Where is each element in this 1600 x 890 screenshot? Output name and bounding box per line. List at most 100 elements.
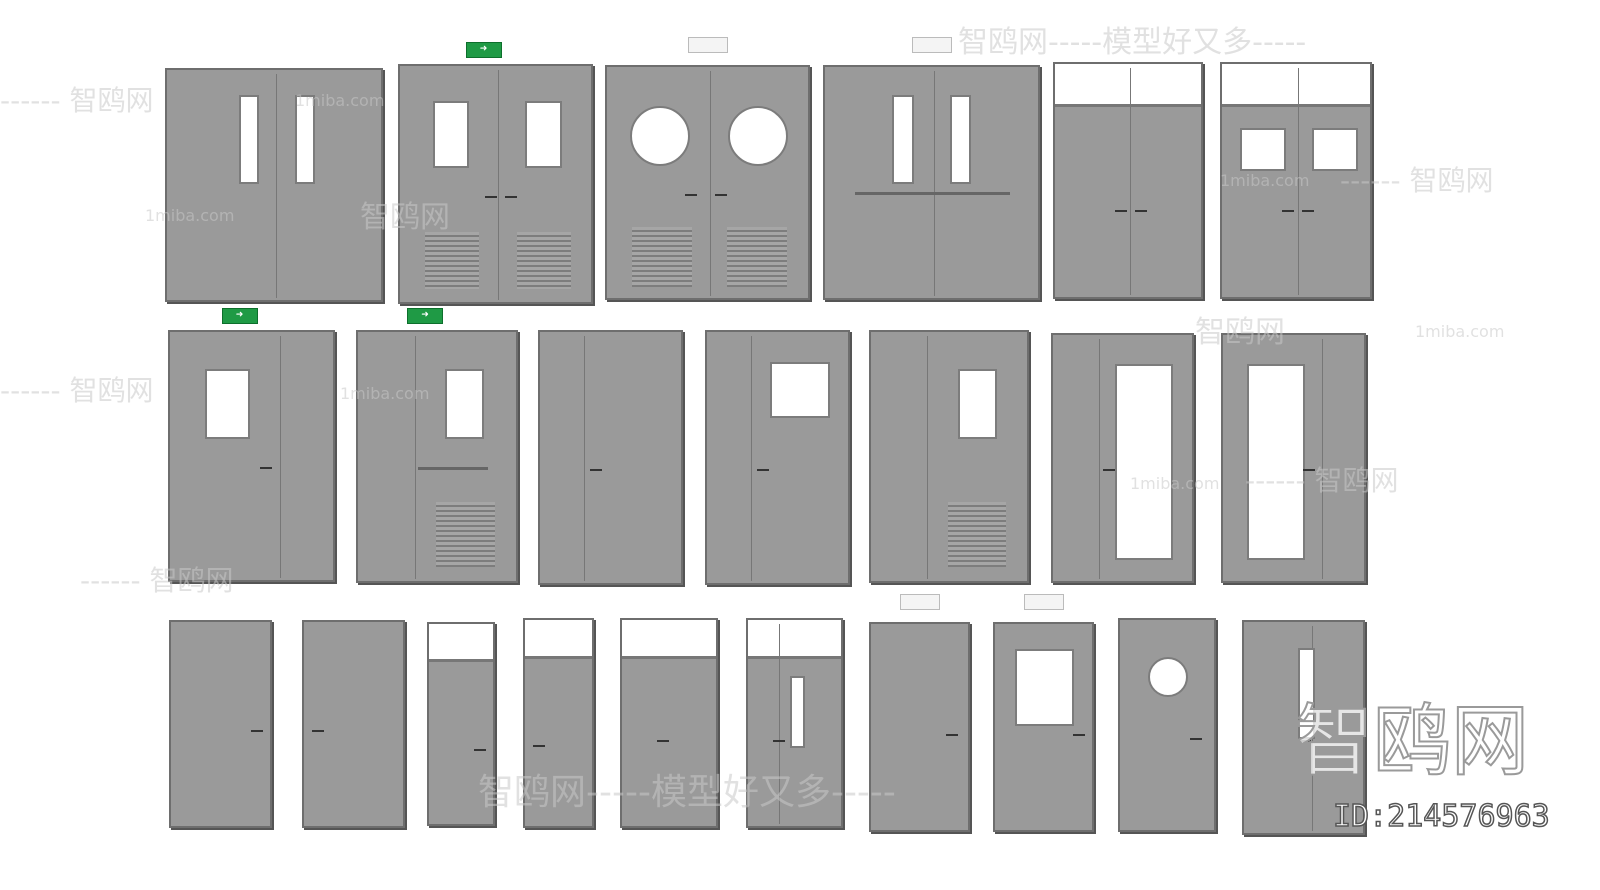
door-vision-window xyxy=(1015,649,1074,726)
door-vision-window xyxy=(958,369,997,439)
door-leaf-divider xyxy=(1298,68,1299,295)
door-handle-icon xyxy=(590,469,602,471)
door-transom-window xyxy=(748,620,841,659)
door-model-8 xyxy=(356,330,518,583)
door-porthole-window xyxy=(630,106,690,166)
door-handle-icon xyxy=(260,467,272,469)
door-handle-icon xyxy=(1103,469,1115,471)
door-vision-window xyxy=(1240,128,1286,171)
door-vision-window xyxy=(205,369,250,439)
door-model-23 xyxy=(1242,620,1365,835)
door-handle-icon xyxy=(1115,210,1127,212)
door-handle-icon xyxy=(474,749,486,751)
door-handle-icon xyxy=(1299,740,1311,742)
door-model-1 xyxy=(165,68,383,302)
door-louver-vent xyxy=(948,502,1006,567)
door-handle-icon xyxy=(1302,210,1314,212)
door-vision-window xyxy=(770,362,830,418)
exit-sign-icon: ➜ xyxy=(221,308,258,324)
door-handle-icon xyxy=(657,740,669,742)
door-leaf-divider xyxy=(1322,339,1323,579)
door-handle-icon xyxy=(946,734,958,736)
exit-sign-icon: ➜ xyxy=(407,308,443,324)
model-id-label: ID:214576963 xyxy=(1332,799,1550,835)
door-transom-window xyxy=(429,624,493,662)
door-model-11 xyxy=(869,330,1029,583)
door-handle-icon xyxy=(773,740,785,742)
door-handle-icon xyxy=(251,730,263,732)
door-handle-icon xyxy=(757,469,769,471)
exit-sign-icon: ➜ xyxy=(465,42,502,58)
door-porthole-window xyxy=(728,106,788,166)
watermark-brand-large: 智鸥网 xyxy=(1294,697,1530,787)
door-model-13 xyxy=(1221,333,1366,583)
door-model-2 xyxy=(398,64,593,304)
door-model-17 xyxy=(523,618,594,828)
door-louver-vent xyxy=(727,227,787,287)
door-handle-icon xyxy=(1190,738,1202,740)
door-leaf-divider xyxy=(751,336,752,581)
door-model-19 xyxy=(746,618,843,828)
door-louver-vent xyxy=(517,232,571,289)
door-model-5 xyxy=(1053,62,1203,299)
door-model-7 xyxy=(168,330,335,582)
emergency-light-icon xyxy=(687,37,728,53)
door-leaf-divider xyxy=(1130,68,1131,295)
door-model-20 xyxy=(869,622,970,832)
door-model-15 xyxy=(302,620,405,828)
door-vision-window xyxy=(892,95,914,184)
door-handle-icon xyxy=(1135,210,1147,212)
door-handle-icon xyxy=(685,194,697,196)
door-leaf-divider xyxy=(710,71,711,296)
door-vision-window xyxy=(295,95,315,184)
door-leaf-divider xyxy=(779,624,780,824)
door-transom-window xyxy=(1055,64,1201,107)
door-vision-window xyxy=(239,95,259,184)
door-porthole-window xyxy=(1148,657,1188,697)
door-model-10 xyxy=(705,330,850,585)
door-model-6 xyxy=(1220,62,1372,299)
door-model-18 xyxy=(620,618,718,828)
door-handle-icon xyxy=(505,196,517,198)
watermark-text: 智鸥网-----模型好又多----- xyxy=(958,25,1307,60)
door-handle-icon xyxy=(1073,734,1085,736)
watermark-text: ------ 智鸥网 xyxy=(0,84,154,117)
emergency-light-icon xyxy=(1023,594,1064,610)
door-vision-window xyxy=(1115,364,1173,560)
door-handle-icon xyxy=(485,196,497,198)
door-handle-icon xyxy=(1303,469,1315,471)
door-leaf-divider xyxy=(927,336,928,579)
door-vision-window xyxy=(790,676,805,748)
door-vision-window xyxy=(525,101,562,168)
door-vision-window xyxy=(1298,648,1315,739)
door-model-16 xyxy=(427,622,495,826)
door-vision-window xyxy=(1312,128,1358,171)
door-vision-window xyxy=(1247,364,1305,560)
door-handle-icon xyxy=(715,194,727,196)
door-louver-vent xyxy=(425,232,479,289)
door-vision-window xyxy=(950,95,971,184)
door-leaf-divider xyxy=(276,74,277,298)
emergency-light-icon xyxy=(911,37,952,53)
door-model-14 xyxy=(169,620,272,828)
door-leaf-divider xyxy=(280,336,281,578)
door-leaf-divider xyxy=(584,336,585,581)
door-model-12 xyxy=(1051,333,1194,583)
door-handle-icon xyxy=(533,745,545,747)
door-transom-window xyxy=(622,620,716,659)
door-louver-vent xyxy=(436,502,495,567)
door-leaf-divider xyxy=(1099,339,1100,579)
emergency-light-icon xyxy=(899,594,940,610)
door-model-21 xyxy=(993,622,1094,832)
door-leaf-divider xyxy=(415,336,416,579)
door-transom-window xyxy=(1222,64,1370,107)
door-leaf-divider xyxy=(498,70,499,300)
door-model-4 xyxy=(823,65,1040,300)
door-model-9 xyxy=(538,330,683,585)
door-vision-window xyxy=(445,369,484,439)
door-handle-icon xyxy=(312,730,324,732)
door-model-22 xyxy=(1118,618,1216,832)
door-leaf-divider xyxy=(934,71,935,296)
door-louver-vent xyxy=(632,227,692,287)
